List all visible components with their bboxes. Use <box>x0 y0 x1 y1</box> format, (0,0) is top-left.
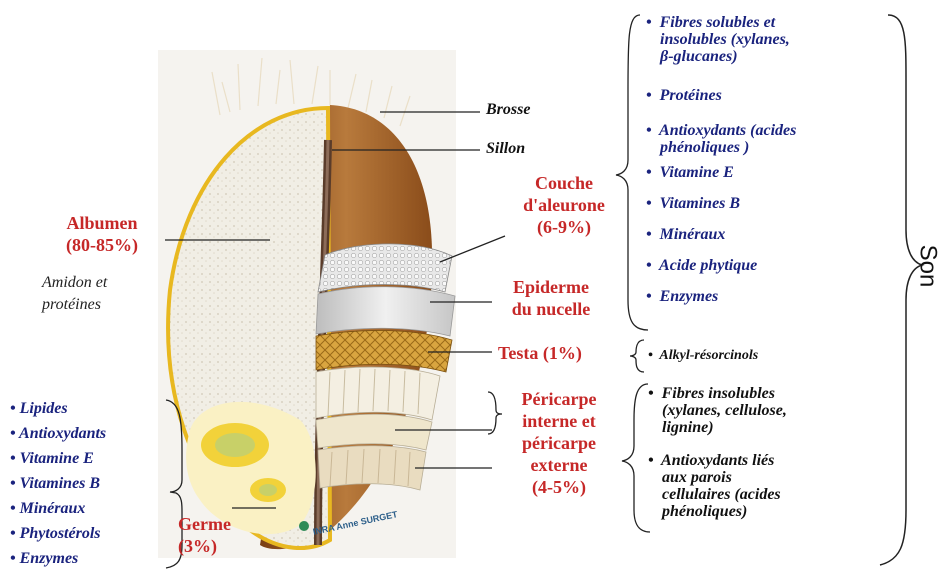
label-testa: Testa (1%) <box>498 342 582 364</box>
list-item: • Vitamine E <box>646 164 734 181</box>
label-albumen: Albumen (80-85%) <box>42 212 162 256</box>
label-epiderme-nucelle: Epiderme du nucelle <box>496 276 606 320</box>
list-item: cellulaires (acides <box>662 486 781 503</box>
pericarpe-list-bracket <box>622 384 650 532</box>
label-amidon-proteines: Amidon et protéines <box>42 272 107 316</box>
nucellus-layer <box>316 287 455 336</box>
list-item: • Antioxydants (acides <box>646 122 796 139</box>
list-item: phénoliques) <box>662 503 747 520</box>
list-item: aux parois <box>662 469 732 486</box>
list-item: • Enzymes <box>10 550 78 567</box>
son-bracket <box>880 15 922 565</box>
pericarpe-bracket <box>488 392 502 434</box>
list-item: • Enzymes <box>646 288 718 305</box>
aleurone-layer <box>318 244 452 292</box>
pericarp-inner-layer <box>316 367 440 420</box>
son-list-bracket <box>616 15 648 330</box>
list-item: lignine) <box>662 419 714 436</box>
list-item: • Alkyl-résorcinols <box>648 347 758 364</box>
label-son: Son <box>913 245 941 288</box>
list-item: • Fibres solubles et <box>646 14 775 31</box>
list-item: • Phytostérols <box>10 525 101 542</box>
list-item: • Antioxydants <box>10 425 106 442</box>
label-pericarpe: Péricarpe interne et péricarpe externe (… <box>504 388 614 498</box>
list-item: • Antioxydants liés <box>648 452 774 469</box>
list-item: • Minéraux <box>10 500 85 517</box>
list-item: • Lipides <box>10 400 68 417</box>
list-item: • Vitamine E <box>10 450 94 467</box>
list-item: β-glucanes) <box>660 48 738 65</box>
list-item: insolubles (xylanes, <box>660 31 790 48</box>
label-germe: Germe (3%) <box>178 513 231 557</box>
list-item: • Fibres insolubles <box>648 385 775 402</box>
list-item: • Vitamines B <box>646 195 740 212</box>
list-item: • Vitamines B <box>10 475 100 492</box>
list-item: (xylanes, cellulose, <box>662 402 787 419</box>
testa-list-bracket <box>630 340 644 372</box>
list-item: • Minéraux <box>646 226 725 243</box>
label-couche-aleurone: Couche d'aleurone (6-9%) <box>508 172 620 238</box>
list-item: • Protéines <box>646 87 722 104</box>
list-item: phénoliques ) <box>660 139 749 156</box>
label-sillon: Sillon <box>486 140 525 158</box>
label-brosse: Brosse <box>486 101 530 119</box>
list-item: • Acide phytique <box>646 257 757 274</box>
